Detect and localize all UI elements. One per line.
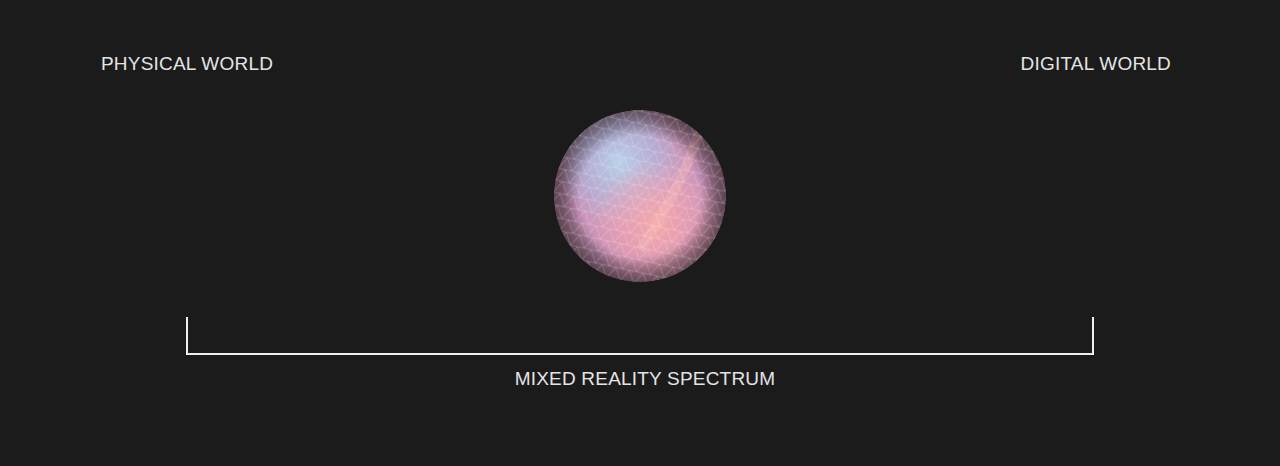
axis-caption: MIXED REALITY SPECTRUM	[515, 367, 776, 391]
sphere	[550, 106, 730, 286]
axis-end-label: DIGITAL WORLD	[1021, 52, 1171, 76]
axis-end-label: PHYSICAL WORLD	[101, 52, 273, 76]
spectrum-bracket	[187, 317, 1093, 354]
